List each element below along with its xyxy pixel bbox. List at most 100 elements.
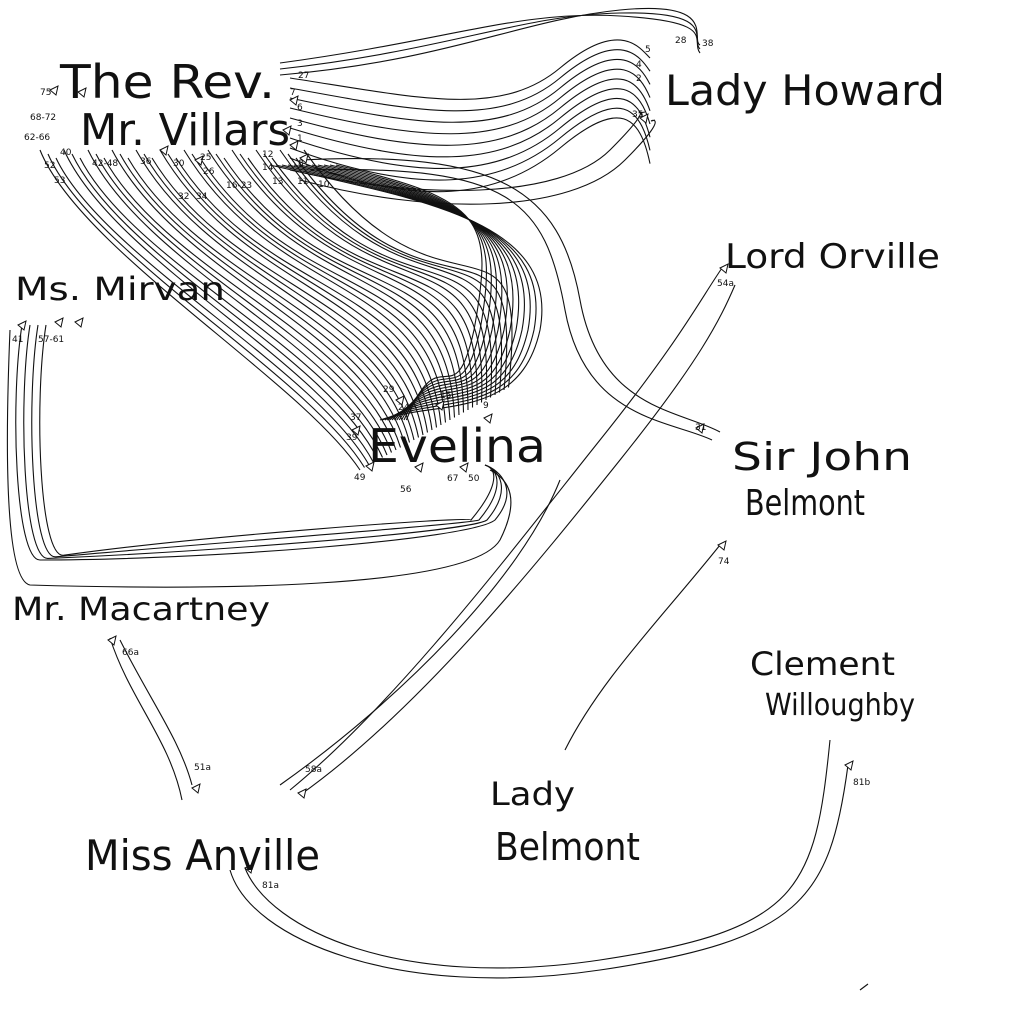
arrowhead-icon bbox=[459, 462, 469, 473]
letter-curve-villars-evelina bbox=[71, 153, 379, 461]
letter-curve-villars-evelina bbox=[39, 149, 361, 471]
letter-label: 52 bbox=[44, 161, 55, 171]
arrowhead-icon bbox=[717, 540, 727, 551]
letter-label: 24 bbox=[398, 403, 410, 413]
arrowhead-icon bbox=[49, 85, 59, 96]
letter-curve-villars-howard bbox=[289, 58, 651, 123]
letter-curve-villars-evelina bbox=[323, 164, 492, 421]
letter-label: 25 bbox=[200, 153, 211, 163]
letter-label: 32 bbox=[178, 192, 189, 202]
arrowhead-icon bbox=[414, 462, 424, 473]
arrowhead-icon bbox=[282, 125, 292, 136]
letter-label: 27 bbox=[298, 71, 309, 81]
letter-curve-howard-35 bbox=[299, 119, 656, 205]
letter-curve-villars-evelina bbox=[127, 157, 411, 443]
letter-label: 49 bbox=[354, 473, 366, 483]
letter-label: 13 bbox=[272, 177, 283, 187]
letter-curve-villars-evelina bbox=[287, 153, 503, 393]
letter-curve-villars-howard bbox=[289, 39, 651, 100]
letter-curve-villars-evelina bbox=[191, 153, 447, 423]
name-evelina: Evelina bbox=[368, 419, 546, 473]
letter-curve-villars-evelina bbox=[199, 157, 451, 421]
letter-curve-anville-orville bbox=[299, 284, 736, 796]
letter-label: 51a bbox=[194, 763, 211, 773]
letter-curve-villars-evelina bbox=[119, 153, 406, 446]
name-lady-belmont-line2: Belmont bbox=[495, 825, 640, 869]
name-sir-john-line1: Sir John bbox=[732, 435, 912, 479]
letter-curve-villars-evelina bbox=[305, 164, 508, 421]
letter-label: 2 bbox=[636, 74, 642, 84]
letter-curve-anville-willoughby bbox=[229, 764, 849, 979]
letter-label: 54a bbox=[717, 279, 734, 289]
letter-curve-villars-evelina bbox=[47, 153, 365, 468]
letter-curve-villars-evelina bbox=[143, 153, 420, 438]
arrowhead-icon bbox=[159, 145, 169, 156]
name-villars-line2: Mr. Villars bbox=[80, 105, 290, 156]
letter-curve-villars-evelina bbox=[299, 164, 514, 421]
arrowhead-icon bbox=[289, 95, 299, 106]
arrowhead-icon bbox=[435, 400, 445, 411]
letter-curve-villars-howard bbox=[279, 14, 701, 64]
letter-curve-villars-evelina bbox=[159, 149, 429, 433]
letter-label: 1 bbox=[297, 134, 303, 144]
letter-curve-villars-evelina bbox=[175, 157, 438, 428]
letter-curve-villars-evelina bbox=[79, 157, 384, 458]
letter-label: 15 bbox=[440, 391, 451, 401]
letter-label: 53 bbox=[54, 176, 65, 186]
stray-mark bbox=[859, 983, 869, 991]
letter-label: 7 bbox=[290, 88, 296, 98]
letter-curve-villars-evelina bbox=[151, 157, 424, 436]
letter-label: 6 bbox=[297, 103, 303, 113]
arrowhead-icon bbox=[695, 423, 705, 434]
name-ms-mirvan: Ms. Mirvan bbox=[15, 270, 225, 308]
name-mr-macartney: Mr. Macartney bbox=[12, 590, 270, 628]
name-lord-orville: Lord Orville bbox=[725, 237, 940, 277]
letter-curve-howard-35 bbox=[289, 111, 646, 191]
letter-curve-ladybelmont-belmont bbox=[564, 544, 721, 751]
arrowhead-icon bbox=[77, 87, 87, 98]
letter-label: 68-72 bbox=[30, 113, 56, 123]
letter-curve-villars-evelina bbox=[275, 164, 537, 421]
letter-label: 41 bbox=[12, 335, 23, 345]
arrowhead-icon bbox=[844, 760, 854, 771]
letter-label: 40 bbox=[60, 148, 72, 158]
letter-label: 14 bbox=[262, 163, 274, 173]
letter-curve-villars-evelina bbox=[287, 164, 525, 421]
arrowhead-icon bbox=[194, 155, 204, 166]
letter-label: 28 bbox=[675, 36, 687, 46]
name-willoughby-line2: Willoughby bbox=[765, 688, 915, 723]
letter-label: 31 bbox=[695, 423, 706, 433]
letter-curve-villars-howard bbox=[289, 88, 651, 158]
letter-label: 57-61 bbox=[38, 335, 64, 345]
arrowhead-icon bbox=[191, 783, 201, 794]
letter-curve-villars-evelina bbox=[111, 149, 402, 448]
arrowhead-icon bbox=[289, 140, 299, 151]
letter-curve-mirvan-evelina bbox=[15, 324, 508, 561]
letter-label: 16-23 bbox=[226, 181, 252, 191]
letter-label: 3 bbox=[297, 119, 303, 129]
letter-curve-mirvan-evelina bbox=[6, 329, 512, 588]
letter-label: 35 bbox=[632, 110, 643, 120]
letter-curve-anville-orville bbox=[279, 479, 561, 786]
arrowhead-icon bbox=[639, 113, 649, 124]
letter-curve-mirvan-evelina bbox=[23, 324, 502, 559]
letter-label: 26 bbox=[203, 167, 215, 177]
letter-label: 10 bbox=[318, 180, 330, 190]
arrowhead-icon bbox=[74, 317, 84, 328]
arrowhead-icon bbox=[54, 317, 64, 328]
letter-label: 81a bbox=[262, 881, 279, 891]
letter-label: 42-48 bbox=[92, 159, 118, 169]
letter-curve-villars-evelina bbox=[317, 164, 498, 421]
name-lady-howard: Lady Howard bbox=[665, 66, 945, 115]
name-miss-anville: Miss Anville bbox=[85, 831, 320, 880]
letter-curve-villars-evelina bbox=[55, 157, 370, 466]
name-villars-line1: The Rev. bbox=[59, 55, 275, 109]
letter-curve-villars-evelina bbox=[255, 149, 483, 403]
name-lady-belmont-line1: Lady bbox=[490, 775, 575, 813]
letter-curve-villars-evelina bbox=[207, 149, 456, 418]
letter-curve-villars-evelina bbox=[335, 164, 483, 421]
letter-curve-villars-evelina bbox=[269, 164, 543, 421]
letter-curve-villars-evelina bbox=[311, 164, 503, 421]
